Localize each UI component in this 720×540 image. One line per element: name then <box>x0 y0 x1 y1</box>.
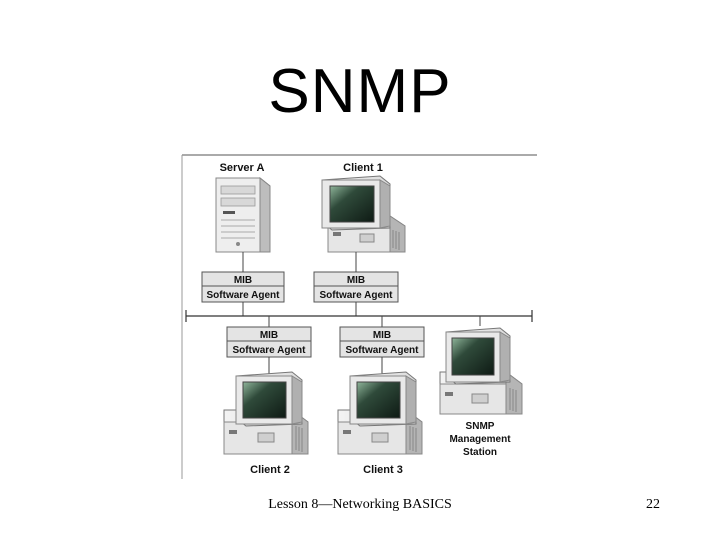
station-label-line2: Management <box>449 434 511 445</box>
footer-text: Lesson 8—Networking BASICS <box>268 497 452 512</box>
mib-label: MIB <box>260 330 278 341</box>
client-1-label: Client 1 <box>343 162 383 174</box>
client-1-computer-icon <box>321 175 406 253</box>
mib-label: MIB <box>373 330 391 341</box>
station-label-line3: Station <box>463 447 497 458</box>
page-number: 22 <box>646 497 660 512</box>
software-agent-label: Software Agent <box>233 345 307 356</box>
slide-title: SNMP <box>268 57 452 126</box>
mib-label: MIB <box>234 275 252 286</box>
software-agent-label: Software Agent <box>346 345 420 356</box>
mib-box-server-a: MIB Software Agent <box>201 271 285 303</box>
server-a-label: Server A <box>220 162 265 174</box>
software-agent-label: Software Agent <box>320 290 394 301</box>
mib-box-client-3: MIB Software Agent <box>339 326 425 358</box>
station-label-line1: SNMP <box>466 421 495 432</box>
client-3-computer-icon <box>337 371 423 455</box>
client-3-label: Client 3 <box>363 464 403 476</box>
client-2-computer-icon <box>223 371 309 455</box>
mib-box-client-1: MIB Software Agent <box>313 271 399 303</box>
client-2-label: Client 2 <box>250 464 290 476</box>
software-agent-label: Software Agent <box>207 290 281 301</box>
mib-label: MIB <box>347 275 365 286</box>
network-bus <box>185 310 533 322</box>
snmp-management-station-icon <box>439 327 523 415</box>
mib-box-client-2: MIB Software Agent <box>226 326 312 358</box>
snmp-diagram: Server A Client 1 MIB Software Agent <box>181 154 537 479</box>
server-a-icon <box>215 176 271 253</box>
